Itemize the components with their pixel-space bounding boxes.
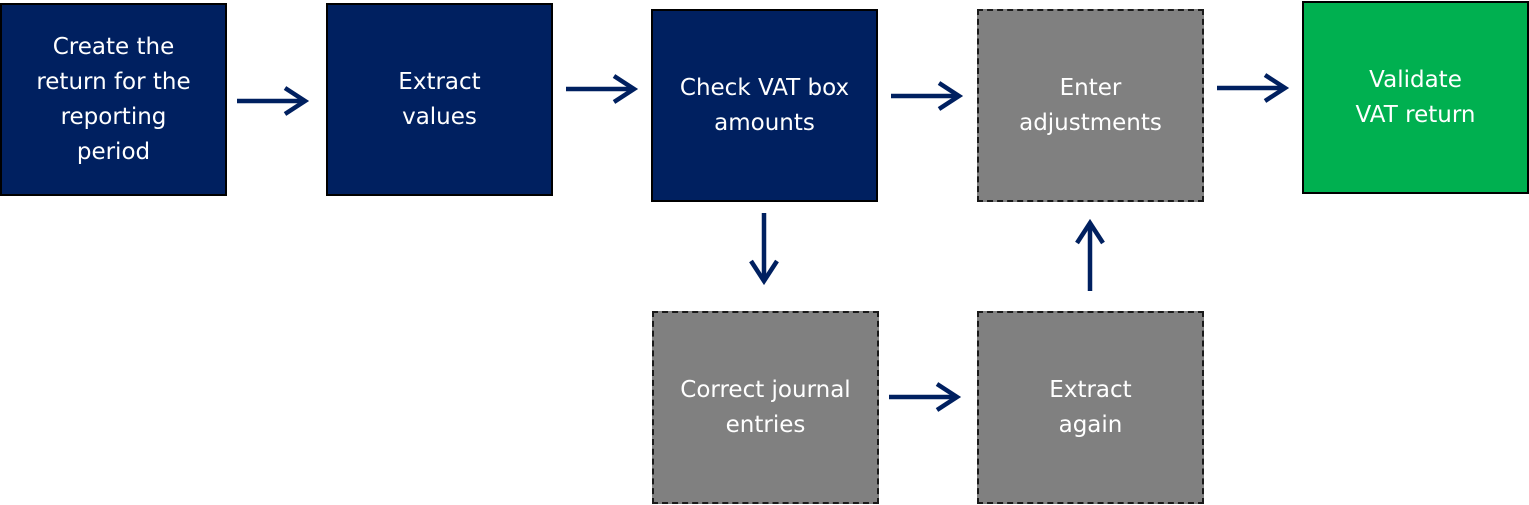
arrow-adjustments-to-validate [1217, 73, 1290, 103]
step-check-vat-box-label: Check VAT box amounts [679, 74, 850, 136]
step-check-vat-box: Check VAT box amounts [651, 9, 878, 202]
step-extract-again: Extract again [977, 311, 1204, 504]
arrow-create-to-extract [237, 86, 310, 116]
arrow-extract-again-to-adjustments [1075, 218, 1105, 291]
step-extract-values-label: Extract values [398, 68, 481, 130]
step-create-return: Create the return for the reporting peri… [0, 3, 227, 196]
step-enter-adjustments-label: Enter adjustments [1019, 74, 1162, 136]
arrow-correct-to-extract-again [889, 382, 962, 412]
step-create-return-label: Create the return for the reporting peri… [36, 33, 191, 165]
step-extract-values: Extract values [326, 3, 553, 196]
step-extract-again-label: Extract again [1049, 376, 1132, 438]
arrow-check-to-adjustments [891, 81, 964, 111]
arrow-check-to-correct [749, 213, 779, 286]
step-correct-journal-entries-label: Correct journal entries [680, 376, 851, 438]
step-correct-journal-entries: Correct journal entries [652, 311, 879, 504]
step-validate-vat-return-label: Validate VAT return [1355, 66, 1476, 128]
arrow-extract-to-check [566, 74, 639, 104]
step-enter-adjustments: Enter adjustments [977, 9, 1204, 202]
step-validate-vat-return: Validate VAT return [1302, 1, 1529, 194]
